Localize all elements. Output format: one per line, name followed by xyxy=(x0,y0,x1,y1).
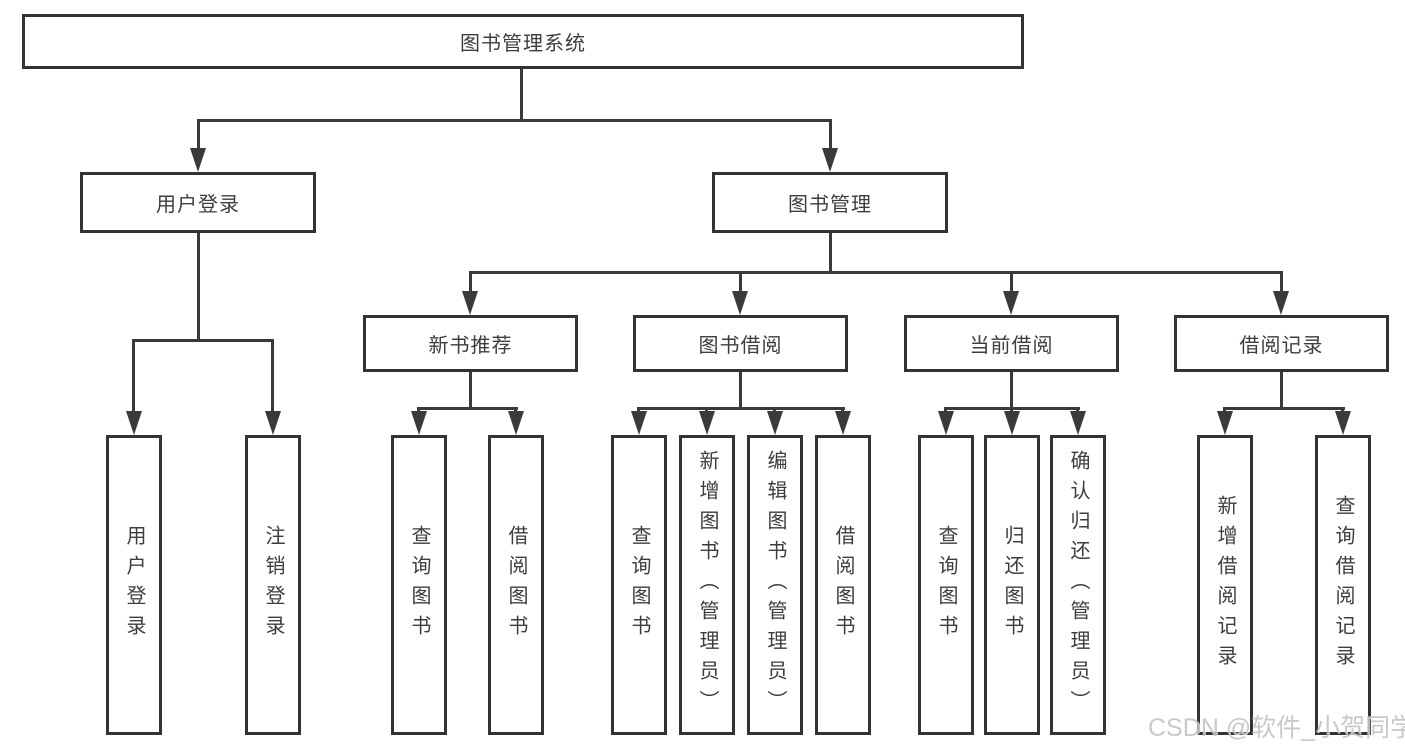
node-user-login: 用户登录 xyxy=(80,172,316,233)
connector-drop xyxy=(417,407,420,414)
node-label: 图书借阅 xyxy=(698,335,783,357)
connector-drop xyxy=(944,407,947,414)
node-label: 查询借阅记录 xyxy=(1332,495,1354,675)
node-label: 新增借阅记录 xyxy=(1214,495,1236,675)
arrow-down-icon xyxy=(699,411,715,435)
connector-drop-user-login xyxy=(197,119,200,150)
connector-drop-current-borrowing xyxy=(1010,271,1013,293)
leaf-query-borrow-record: 查询借阅记录 xyxy=(1315,435,1371,735)
node-label: 查询图书 xyxy=(408,525,430,645)
arrow-down-icon xyxy=(631,411,647,435)
arrow-down-icon xyxy=(1070,411,1086,435)
node-label: 借阅图书 xyxy=(505,525,527,645)
node-borrowing-records: 借阅记录 xyxy=(1174,315,1389,372)
connector-book-management-crossbar xyxy=(469,271,1283,274)
arrow-down-icon xyxy=(508,411,524,435)
node-label: 当前借阅 xyxy=(969,335,1054,357)
arrow-down-icon xyxy=(411,411,427,435)
leaf-query-books-recommend: 查询图书 xyxy=(391,435,447,735)
node-new-book-recommendation: 新书推荐 xyxy=(363,315,578,372)
connector-drop xyxy=(637,407,640,414)
arrow-down-icon xyxy=(1004,411,1020,435)
arrow-down-icon xyxy=(732,291,748,315)
connector-user-login-stem xyxy=(197,233,200,339)
leaf-add-borrow-record: 新增借阅记录 xyxy=(1197,435,1253,735)
arrow-down-icon xyxy=(822,148,838,172)
connector-drop-leaf-user-login xyxy=(132,339,135,413)
node-label: 用户登录 xyxy=(156,194,240,216)
arrow-down-icon xyxy=(1217,411,1233,435)
node-label: 新增图书（管理员） xyxy=(696,450,718,720)
node-library-management-system: 图书管理系统 xyxy=(22,14,1024,69)
connector-drop-book-borrowing xyxy=(739,271,742,293)
connector-records-crossbar xyxy=(1223,407,1345,410)
node-current-borrowing: 当前借阅 xyxy=(904,315,1119,372)
connector-drop xyxy=(1341,407,1344,414)
connector-drop xyxy=(1076,407,1079,414)
connector-drop-book-management xyxy=(829,119,832,150)
connector-records-stem xyxy=(1280,372,1283,407)
csdn-watermark: CSDN @软件_小贺同学 xyxy=(1148,714,1405,742)
node-label: 查询图书 xyxy=(935,525,957,645)
connector-borrowing-crossbar xyxy=(637,407,845,410)
connector-recommend-crossbar xyxy=(417,407,518,410)
node-label: 确认归还（管理员） xyxy=(1067,450,1089,720)
connector-root-stem xyxy=(520,69,523,119)
node-label: 编辑图书（管理员） xyxy=(764,450,786,720)
node-label: 用户登录 xyxy=(123,525,145,645)
connector-borrowing-stem xyxy=(739,372,742,407)
arrow-down-icon xyxy=(126,411,142,435)
leaf-add-books-admin: 新增图书（管理员） xyxy=(679,435,735,735)
leaf-confirm-return-admin: 确认归还（管理员） xyxy=(1050,435,1106,735)
node-book-borrowing: 图书借阅 xyxy=(633,315,848,372)
arrow-down-icon xyxy=(1335,411,1351,435)
arrow-down-icon xyxy=(767,411,783,435)
arrow-down-icon xyxy=(462,291,478,315)
node-label: 图书管理系统 xyxy=(460,33,586,55)
connector-drop xyxy=(841,407,844,414)
leaf-logout: 注销登录 xyxy=(245,435,301,735)
node-label: 图书管理 xyxy=(788,194,872,216)
leaf-user-login: 用户登录 xyxy=(106,435,162,735)
connector-book-management-stem xyxy=(829,233,832,271)
connector-drop xyxy=(1010,407,1013,414)
arrow-down-icon xyxy=(190,148,206,172)
connector-drop xyxy=(705,407,708,414)
connector-root-crossbar xyxy=(197,119,832,122)
arrow-down-icon xyxy=(1003,291,1019,315)
arrow-down-icon xyxy=(835,411,851,435)
connector-recommend-stem xyxy=(469,372,472,407)
leaf-return-books: 归还图书 xyxy=(984,435,1040,735)
leaf-borrow-books-recommend: 借阅图书 xyxy=(488,435,544,735)
node-label: 借阅记录 xyxy=(1239,335,1324,357)
connector-drop xyxy=(773,407,776,414)
node-label: 新书推荐 xyxy=(428,335,513,357)
connector-drop xyxy=(1223,407,1226,414)
connector-drop-new-book xyxy=(469,271,472,293)
arrow-down-icon xyxy=(265,411,281,435)
node-label: 归还图书 xyxy=(1001,525,1023,645)
connector-drop xyxy=(514,407,517,414)
leaf-edit-books-admin: 编辑图书（管理员） xyxy=(747,435,803,735)
node-label: 注销登录 xyxy=(262,525,284,645)
connector-drop-borrowing-records xyxy=(1280,271,1283,293)
leaf-borrow-books-borrowing: 借阅图书 xyxy=(815,435,871,735)
leaf-query-books-borrowing: 查询图书 xyxy=(611,435,667,735)
connector-drop-leaf-logout xyxy=(271,339,274,413)
arrow-down-icon xyxy=(938,411,954,435)
connector-current-stem xyxy=(1010,372,1013,407)
node-book-management: 图书管理 xyxy=(712,172,948,233)
node-label: 借阅图书 xyxy=(832,525,854,645)
leaf-query-books-current: 查询图书 xyxy=(918,435,974,735)
arrow-down-icon xyxy=(1273,291,1289,315)
connector-user-login-crossbar xyxy=(132,339,274,342)
node-label: 查询图书 xyxy=(628,525,650,645)
